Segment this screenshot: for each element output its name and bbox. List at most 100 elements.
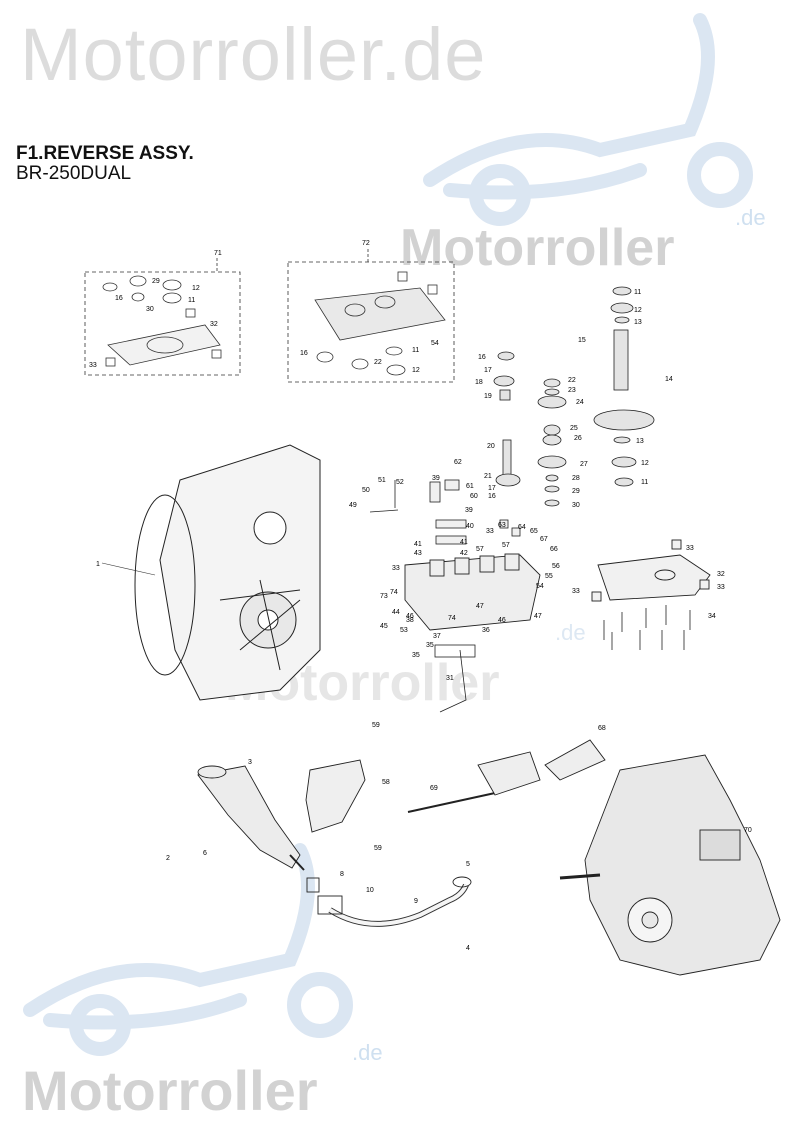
callout-29-b: 29 xyxy=(572,488,580,495)
callout-25: 25 xyxy=(570,425,578,432)
callout-14: 14 xyxy=(665,376,673,383)
callout-17-a: 17 xyxy=(484,367,492,374)
callout-32-b: 32 xyxy=(717,571,725,578)
callout-46-a: 46 xyxy=(406,613,414,620)
callout-18: 18 xyxy=(475,379,483,386)
gear-stack-column xyxy=(493,286,655,507)
callout-8: 8 xyxy=(340,871,344,878)
callout-13-b: 13 xyxy=(636,438,644,445)
callout-6-a: 6 xyxy=(203,850,207,857)
callout-29-a: 29 xyxy=(152,278,160,285)
callout-59-a: 59 xyxy=(372,722,380,729)
callout-40: 40 xyxy=(466,523,474,530)
callout-27: 27 xyxy=(580,461,588,468)
callout-55: 55 xyxy=(545,573,553,580)
callout-69: 69 xyxy=(430,785,438,792)
muffler-part-3 xyxy=(197,765,305,871)
callout-15: 15 xyxy=(578,337,586,344)
callout-54-a: 54 xyxy=(431,340,439,347)
callout-12-b: 12 xyxy=(412,367,420,374)
callout-58: 58 xyxy=(382,779,390,786)
diagram-title: F1.REVERSE ASSY. xyxy=(16,143,194,164)
callout-30-b: 30 xyxy=(572,502,580,509)
callout-66: 66 xyxy=(550,546,558,553)
callout-33-f: 33 xyxy=(572,588,580,595)
callout-53: 53 xyxy=(400,627,408,634)
callout-16-a: 16 xyxy=(115,295,123,302)
callout-57-a: 57 xyxy=(476,546,484,553)
callout-16-c: 16 xyxy=(478,354,486,361)
watermark-scooter-logo-top xyxy=(423,13,753,226)
callout-47-b: 47 xyxy=(534,613,542,620)
callout-11-d: 11 xyxy=(641,479,648,486)
callout-30-a: 30 xyxy=(146,306,154,313)
callout-33-d: 33 xyxy=(686,545,694,552)
callout-33-e: 33 xyxy=(717,584,725,591)
callout-19: 19 xyxy=(484,393,492,400)
callout-45: 45 xyxy=(380,623,388,630)
callout-17-b: 17 xyxy=(488,485,496,492)
engine-block xyxy=(559,754,781,976)
callout-33-b: 33 xyxy=(486,528,494,535)
callout-67: 67 xyxy=(540,536,548,543)
callout-22-b: 22 xyxy=(568,377,576,384)
right-gear-cover xyxy=(591,539,711,602)
callout-38: 38 xyxy=(406,617,414,624)
callout-56: 56 xyxy=(552,563,560,570)
callout-50: 50 xyxy=(362,487,370,494)
callout-62: 62 xyxy=(454,459,462,466)
callout-9: 9 xyxy=(414,898,418,905)
callout-24: 24 xyxy=(576,399,584,406)
watermark-mid-suffix: .de xyxy=(735,205,766,230)
callout-35: 35 xyxy=(426,642,434,649)
callout-16-d: 16 xyxy=(488,493,496,500)
callout-63: 63 xyxy=(498,522,506,529)
callout-16-b: 16 xyxy=(300,350,308,357)
callout-12-d: 12 xyxy=(641,460,649,467)
callout-72: 72 xyxy=(362,240,370,247)
callout-20: 20 xyxy=(487,443,495,450)
callout-61: 61 xyxy=(466,483,474,490)
callout-41-b: 41 xyxy=(414,541,422,548)
diagram-subtitle: BR-250DUAL xyxy=(16,163,132,184)
callout-32-a: 32 xyxy=(210,321,218,328)
watermark-center-suffix: .de xyxy=(555,620,586,645)
callout-21: 21 xyxy=(484,473,492,480)
crankcase-cover-part-1 xyxy=(134,444,321,701)
callout-39-a: 39 xyxy=(432,475,440,482)
callout-26: 26 xyxy=(574,435,582,442)
drive-shaft-part-69 xyxy=(407,739,606,813)
callout-23: 23 xyxy=(568,387,576,394)
callout-33-a: 33 xyxy=(89,362,97,369)
exhaust-pipe-part-9 xyxy=(306,876,472,927)
callout-2: 2 xyxy=(166,855,170,862)
callout-36: 36 xyxy=(482,627,490,634)
shift-lever-part-31 xyxy=(434,644,476,713)
callout-1: 1 xyxy=(96,561,100,568)
callout-71: 71 xyxy=(214,250,222,257)
callout-37: 37 xyxy=(433,633,441,640)
callout-65: 65 xyxy=(530,528,538,535)
shift-forks-assembly xyxy=(369,479,521,545)
callout-46-b: 46 xyxy=(498,617,506,624)
callout-3: 3 xyxy=(248,759,252,766)
bolt-row-34 xyxy=(603,605,691,650)
callout-47-a: 47 xyxy=(476,603,484,610)
callout-11-b: 11 xyxy=(412,347,419,354)
watermark-bottom-suffix: .de xyxy=(352,1040,383,1065)
bracket-part-58 xyxy=(305,759,366,833)
callout-54-b: 54 xyxy=(536,583,544,590)
callout-57-b: 57 xyxy=(502,542,510,549)
assembly-72-box xyxy=(287,249,455,383)
gearbox-housing xyxy=(404,553,541,631)
callout-10: 10 xyxy=(366,887,374,894)
callout-12-a: 12 xyxy=(192,285,200,292)
callout-70: 70 xyxy=(744,827,752,834)
callout-11-c: 11 xyxy=(634,289,641,296)
callout-31: 31 xyxy=(446,675,454,682)
callout-43: 43 xyxy=(414,550,422,557)
callout-4: 4 xyxy=(466,945,470,952)
callout-39-b: 39 xyxy=(465,507,473,514)
